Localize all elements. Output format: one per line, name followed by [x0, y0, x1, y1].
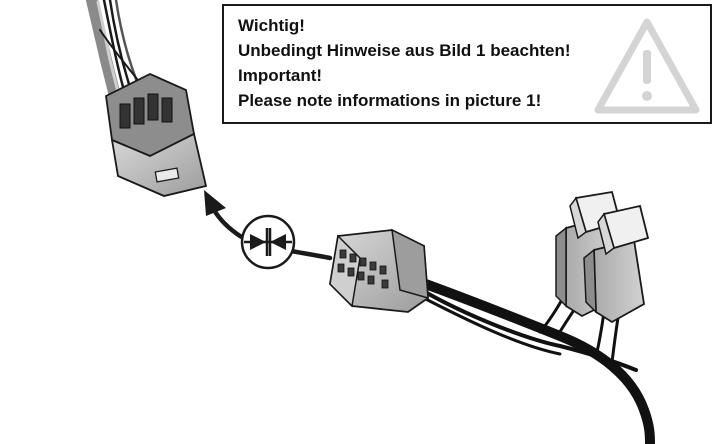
- notice-box: Wichtig! Unbedingt Hinweise aus Bild 1 b…: [222, 4, 712, 124]
- vehicle-cable-bundle: [86, 0, 159, 109]
- notice-title-de: Wichtig!: [238, 16, 305, 35]
- arrow-icon: [211, 207, 333, 261]
- arrow-head: [204, 190, 226, 216]
- harness-connector: [329, 228, 429, 313]
- connect-symbol-icon: [240, 214, 296, 270]
- warning-triangle-icon: [594, 18, 700, 114]
- notice-text-en: Please note informations in picture 1!: [238, 91, 542, 110]
- relay-right: [583, 204, 650, 324]
- notice-text-de: Unbedingt Hinweise aus Bild 1 beachten!: [238, 41, 571, 60]
- notice-title-en: Important!: [238, 66, 323, 85]
- vehicle-connector: [86, 0, 208, 197]
